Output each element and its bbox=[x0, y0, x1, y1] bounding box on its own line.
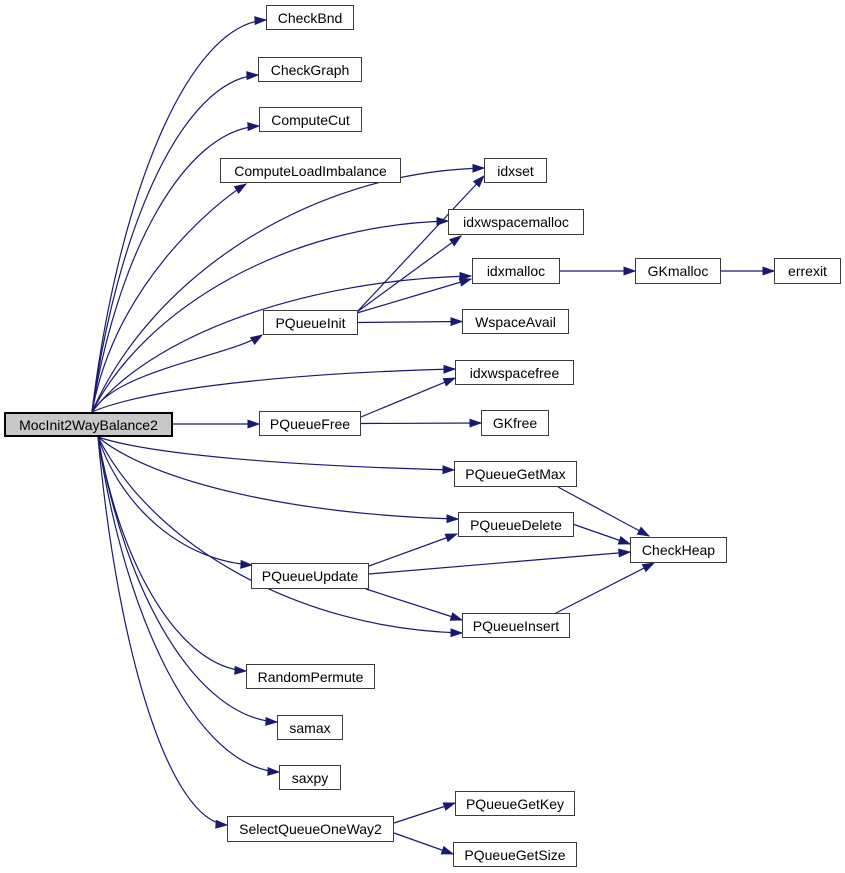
node-pqueueupdate-label: PQueueUpdate bbox=[261, 568, 359, 584]
node-computecut[interactable]: ComputeCut bbox=[259, 107, 362, 132]
edge-mocinit2waybalance2-to-pqueueupdate bbox=[97, 436, 254, 569]
edge-mocinit2waybalance2-to-selectqueueoneway2 bbox=[97, 436, 229, 829]
edge-selectqueueoneway2-to-pqueuegetsize bbox=[393, 832, 455, 855]
node-pqueuegetkey[interactable]: PQueueGetKey bbox=[455, 791, 575, 816]
node-mocinit2waybalance2: MocInit2WayBalance2 bbox=[4, 412, 173, 437]
node-computecut-label: ComputeCut bbox=[271, 111, 350, 128]
node-pqueuegetsize-label: PQueueGetSize bbox=[464, 846, 566, 863]
node-randompermute-label: RandomPermute bbox=[257, 668, 364, 685]
node-computeloadimbalance[interactable]: ComputeLoadImbalance bbox=[220, 158, 401, 183]
node-idxset[interactable]: idxset bbox=[484, 158, 547, 183]
node-idxwspacefree[interactable]: idxwspacefree bbox=[455, 360, 574, 385]
node-checkbnd[interactable]: CheckBnd bbox=[266, 5, 354, 30]
edge-mocinit2waybalance2-to-samax bbox=[97, 436, 279, 726]
node-saxpy[interactable]: saxpy bbox=[279, 765, 341, 790]
edge-pqueueupdate-to-pqueuedelete bbox=[368, 533, 459, 567]
node-checkgraph[interactable]: CheckGraph bbox=[258, 57, 362, 82]
node-pqueueinsert[interactable]: PQueueInsert bbox=[462, 613, 570, 638]
node-gkfree-label: GKfree bbox=[492, 415, 538, 431]
node-checkgraph-label: CheckGraph bbox=[270, 61, 350, 78]
node-pqueueinsert-label: PQueueInsert bbox=[472, 617, 560, 634]
edge-mocinit2waybalance2-to-idxmalloc bbox=[91, 271, 473, 413]
edge-mocinit2waybalance2-to-pqueueinsert bbox=[97, 436, 464, 638]
node-checkbnd-label: CheckBnd bbox=[277, 9, 343, 26]
edge-mocinit2waybalance2-to-saxpy bbox=[97, 436, 281, 776]
edge-mocinit2waybalance2-to-checkbnd bbox=[91, 16, 268, 413]
edge-mocinit2waybalance2-to-computecut bbox=[91, 122, 261, 413]
node-pqueuegetkey-label: PQueueGetKey bbox=[465, 795, 565, 812]
node-idxwspacefree-label: idxwspacefree bbox=[469, 364, 560, 381]
node-pqueuegetsize[interactable]: PQueueGetSize bbox=[453, 842, 577, 867]
edge-pqueueupdate-to-checkheap bbox=[368, 548, 632, 575]
edge-pqueueinsert-to-checkheap bbox=[555, 562, 656, 614]
edge-pqueueinit-to-idxwspacemalloc bbox=[356, 235, 463, 313]
node-wspaceavail-label: WspaceAvail bbox=[475, 313, 556, 330]
node-mocinit2waybalance2-label: MocInit2WayBalance2 bbox=[19, 416, 158, 433]
node-errexit[interactable]: errexit bbox=[774, 258, 841, 284]
node-computeloadimbalance-label: ComputeLoadImbalance bbox=[234, 162, 387, 179]
edge-pqueuefree-to-gkfree bbox=[360, 418, 483, 428]
node-gkmalloc[interactable]: GKmalloc bbox=[635, 258, 721, 284]
edge-mocinit2waybalance2-to-idxset bbox=[91, 163, 486, 413]
node-errexit-label: errexit bbox=[788, 263, 827, 279]
edge-pqueuegetmax-to-checkheap bbox=[557, 486, 651, 537]
node-idxwspacemalloc[interactable]: idxwspacemalloc bbox=[448, 209, 584, 235]
node-pqueuegetmax-label: PQueueGetMax bbox=[465, 466, 566, 482]
edge-mocinit2waybalance2-to-computeloadimbalance bbox=[91, 183, 248, 413]
node-randompermute[interactable]: RandomPermute bbox=[246, 664, 375, 689]
edge-pqueueinit-to-idxmalloc bbox=[356, 277, 473, 314]
edge-pqueuefree-to-idxwspacefree bbox=[360, 377, 457, 418]
edge-pqueueinit-to-idxset bbox=[356, 175, 485, 313]
node-idxwspacemalloc-label: idxwspacemalloc bbox=[463, 214, 569, 230]
edge-mocinit2waybalance2-to-checkgraph bbox=[91, 71, 260, 413]
edge-pqueuedelete-to-checkheap bbox=[573, 523, 632, 545]
node-pqueuefree-label: PQueueFree bbox=[269, 415, 351, 432]
node-gkmalloc-label: GKmalloc bbox=[647, 263, 709, 279]
node-idxset-label: idxset bbox=[497, 162, 534, 179]
edge-mocinit2waybalance2-to-pqueuegetmax bbox=[97, 436, 456, 475]
node-pqueuedelete[interactable]: PQueueDelete bbox=[458, 512, 574, 537]
edge-mocinit2waybalance2-to-pqueuedelete bbox=[97, 436, 460, 524]
node-pqueuefree[interactable]: PQueueFree bbox=[259, 411, 361, 436]
node-pqueuegetmax[interactable]: PQueueGetMax bbox=[454, 461, 577, 487]
edge-mocinit2waybalance2-to-idxwspacemalloc bbox=[91, 216, 450, 413]
node-idxmalloc[interactable]: idxmalloc bbox=[472, 258, 560, 284]
node-samax[interactable]: samax bbox=[277, 715, 343, 740]
node-idxmalloc-label: idxmalloc bbox=[486, 263, 546, 279]
node-gkfree[interactable]: GKfree bbox=[481, 410, 549, 436]
node-samax-label: samax bbox=[289, 719, 331, 736]
node-wspaceavail[interactable]: WspaceAvail bbox=[462, 309, 569, 334]
edge-pqueueinit-to-wspaceavail bbox=[357, 317, 464, 327]
node-pqueueupdate[interactable]: PQueueUpdate bbox=[251, 563, 369, 589]
edge-mocinit2waybalance2-to-idxwspacefree bbox=[91, 364, 457, 413]
node-checkheap-label: CheckHeap bbox=[641, 542, 716, 558]
edge-mocinit2waybalance2-to-pqueueinit bbox=[91, 334, 264, 413]
node-checkheap[interactable]: CheckHeap bbox=[630, 537, 727, 563]
node-pqueuedelete-label: PQueueDelete bbox=[470, 516, 562, 533]
node-pqueueinit[interactable]: PQueueInit bbox=[263, 310, 358, 335]
node-pqueueinit-label: PQueueInit bbox=[275, 314, 346, 331]
node-saxpy-label: saxpy bbox=[291, 769, 329, 786]
edge-selectqueueoneway2-to-pqueuegetkey bbox=[393, 802, 457, 824]
node-selectqueueoneway2[interactable]: SelectQueueOneWay2 bbox=[227, 816, 394, 842]
edge-pqueueupdate-to-pqueueinsert bbox=[365, 588, 464, 621]
node-selectqueueoneway2-label: SelectQueueOneWay2 bbox=[239, 821, 382, 837]
